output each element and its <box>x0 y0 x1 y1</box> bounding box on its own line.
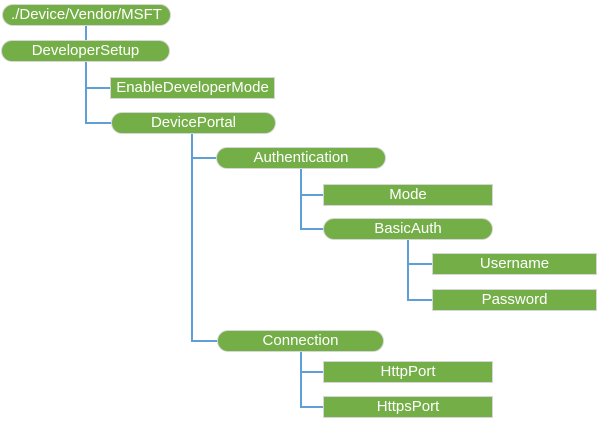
node-mode: Mode <box>323 184 493 206</box>
connector-stem-connection <box>300 352 302 408</box>
connector-arm-https-port <box>300 406 324 408</box>
connector-arm-http-port <box>300 371 324 373</box>
node-https-port: HttpsPort <box>323 396 493 418</box>
connector-arm-authentication <box>191 157 217 159</box>
node-basic-auth: BasicAuth <box>323 218 493 240</box>
connector-arm-basic-auth <box>300 228 324 230</box>
connector-stem-basic-auth <box>407 240 409 301</box>
node-msft-root: ./Device/Vendor/MSFT <box>2 4 171 26</box>
connector-arm-enable-developer-mode <box>85 87 111 89</box>
node-password: Password <box>432 289 597 311</box>
node-developer-setup: DeveloperSetup <box>1 40 170 62</box>
connector-arm-username <box>407 263 433 265</box>
connector-arm-mode <box>300 194 324 196</box>
connector-stem-device-portal <box>191 134 193 342</box>
node-http-port: HttpPort <box>323 361 493 383</box>
node-connection: Connection <box>217 330 384 352</box>
connector-stem-msft-root <box>85 26 87 41</box>
connector-stem-authentication <box>300 169 302 230</box>
node-username: Username <box>432 253 597 275</box>
node-authentication: Authentication <box>216 147 386 169</box>
connector-arm-device-portal <box>85 122 112 124</box>
connector-stem-developer-setup <box>85 62 87 124</box>
connector-arm-connection <box>191 340 218 342</box>
node-enable-developer-mode: EnableDeveloperMode <box>110 77 275 99</box>
node-device-portal: DevicePortal <box>111 112 276 134</box>
connector-arm-password <box>407 299 433 301</box>
